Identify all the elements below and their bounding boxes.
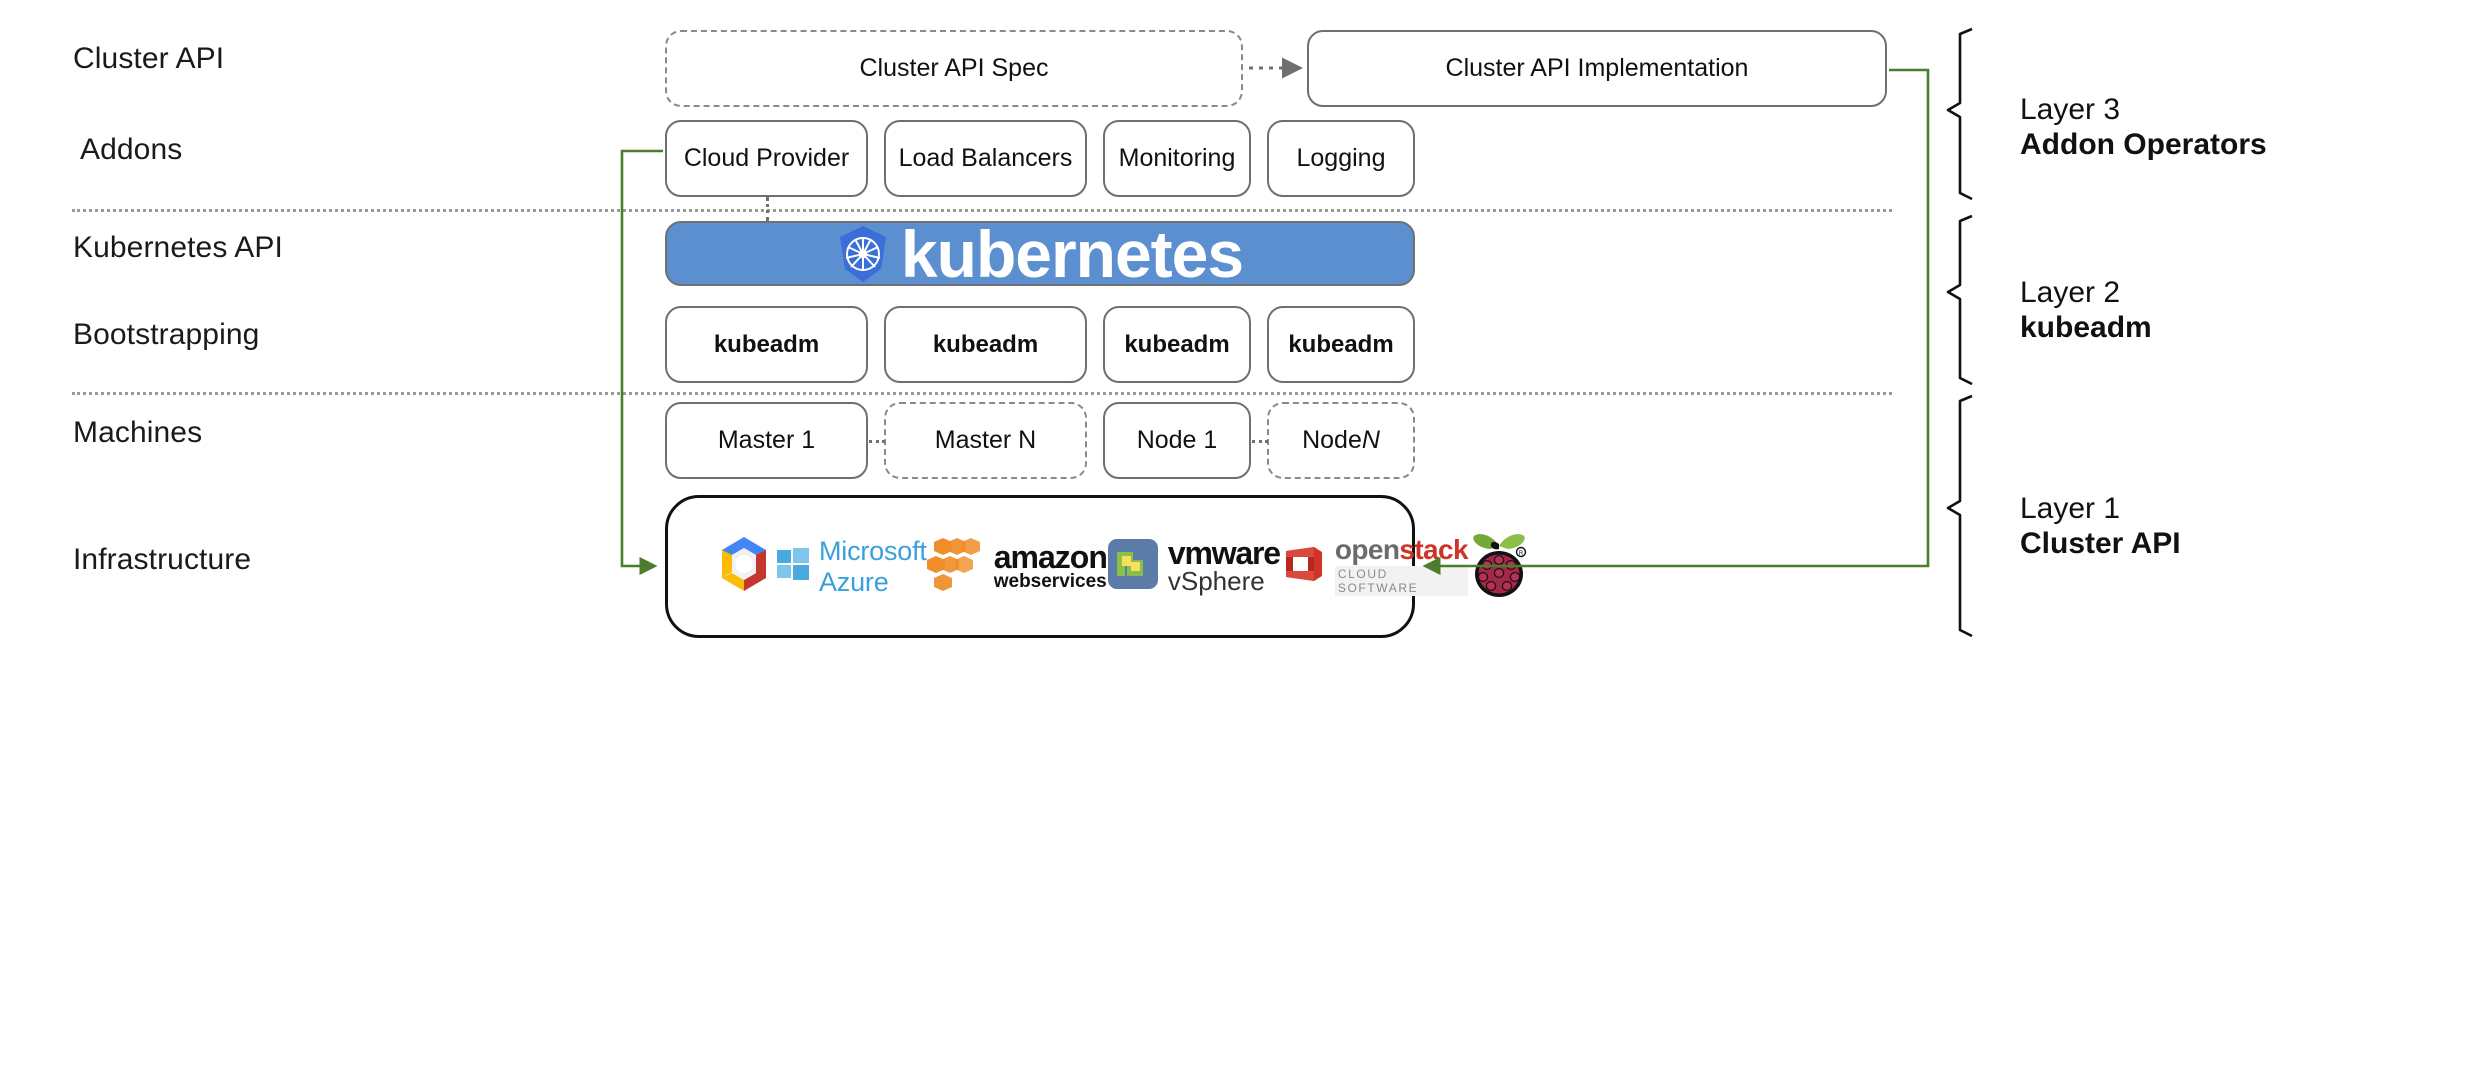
addon-label: Logging (1296, 144, 1386, 172)
bootstrap-label: kubeadm (1288, 330, 1394, 358)
machine-box-node-n[interactable]: Node N (1267, 402, 1415, 479)
machine-label: Master 1 (717, 426, 816, 454)
openstack-wordmark-stack: stack (1399, 533, 1468, 565)
addon-box-logging[interactable]: Logging (1267, 120, 1415, 197)
brace-layer-1 (1946, 394, 1973, 638)
provider-logo-openstack[interactable]: openstack CLOUD SOFTWARE (1280, 533, 1469, 597)
layer-2-subtitle: kubeadm (2020, 311, 2152, 345)
machine-box-master-1[interactable]: Master 1 (665, 402, 868, 479)
layer-3-subtitle: Addon Operators (2020, 128, 2267, 162)
row-label-cluster-api: Cluster API (73, 42, 225, 75)
brace-layer-2 (1946, 214, 1973, 386)
layer-caption-2: Layer 2 kubeadm (2020, 275, 2152, 346)
openstack-wordmark: openstack (1334, 533, 1469, 565)
openstack-cube-icon (1280, 541, 1326, 592)
kubernetes-wordmark: kubernetes (900, 216, 1244, 291)
node-connector-dots (1252, 440, 1268, 443)
vmware-wordmark-bottom: vSphere (1167, 566, 1265, 597)
addon-label: Cloud Provider (683, 144, 850, 172)
raspberry-pi-icon: R (1468, 530, 1530, 603)
row-label-bootstrapping: Bootstrapping (73, 318, 260, 351)
azure-windows-icon (776, 547, 810, 586)
aws-wordmark-bottom: webservices (993, 571, 1107, 593)
layer-caption-3: Layer 3 Addon Operators (2020, 92, 2267, 163)
cluster-api-implementation-label: Cluster API Implementation (1445, 54, 1749, 82)
row-label-infrastructure: Infrastructure (73, 543, 252, 576)
addon-box-monitoring[interactable]: Monitoring (1103, 120, 1251, 197)
addon-box-load-balancers[interactable]: Load Balancers (884, 120, 1087, 197)
addon-label: Load Balancers (898, 144, 1073, 172)
kubernetes-banner[interactable]: kubernetes (665, 216, 1415, 291)
layer-3-title: Layer 3 (2020, 93, 2121, 126)
layer-separator-top (72, 209, 1892, 212)
openstack-wordmark-open: open (1334, 533, 1400, 565)
bootstrap-box-4[interactable]: kubeadm (1267, 306, 1415, 383)
implementation-to-infrastructure-arrow (1422, 68, 1930, 576)
cluster-api-spec-box[interactable]: Cluster API Spec (665, 30, 1243, 107)
row-label-machines: Machines (73, 416, 203, 449)
machine-label: Node 1 (1136, 426, 1218, 454)
bootstrap-box-3[interactable]: kubeadm (1103, 306, 1251, 383)
layer-caption-1: Layer 1 Cluster API (2020, 491, 2181, 562)
brace-layer-3 (1946, 27, 1973, 201)
machine-label-italic: N (1361, 426, 1380, 454)
infrastructure-box[interactable]: Microsoft Azure amazon (665, 495, 1527, 638)
addon-box-cloud-provider[interactable]: Cloud Provider (665, 120, 868, 197)
machine-label: Master N (934, 426, 1037, 454)
layer-1-title: Layer 1 (2020, 492, 2121, 525)
vmware-tile-icon (1107, 538, 1159, 595)
provider-logo-vmware-vsphere[interactable]: vmware vSphere (1107, 534, 1281, 597)
cluster-api-implementation-box[interactable]: Cluster API Implementation (1307, 30, 1887, 107)
machine-box-node-1[interactable]: Node 1 (1103, 402, 1251, 479)
provider-logo-aws[interactable]: amazon webservices (926, 536, 1108, 597)
aws-cubes-icon (926, 536, 985, 597)
provider-logo-google-cloud[interactable] (712, 532, 776, 601)
row-label-addons: Addons (80, 133, 183, 166)
addon-label: Monitoring (1118, 144, 1236, 172)
svg-text:R: R (1519, 551, 1524, 557)
machine-box-master-n[interactable]: Master N (884, 402, 1087, 479)
provider-logo-azure[interactable]: Microsoft Azure (776, 536, 927, 598)
cloud-provider-to-infrastructure-arrow (620, 149, 663, 576)
google-cloud-hexagon-icon (712, 532, 776, 601)
azure-wordmark: Microsoft Azure (819, 535, 927, 597)
bootstrap-label: kubeadm (713, 330, 820, 358)
aws-wordmark-top: amazon (993, 538, 1108, 575)
layer-1-subtitle: Cluster API (2020, 527, 2181, 561)
row-label-kubernetes-api: Kubernetes API (73, 231, 283, 264)
machine-label-prefix: Node (1302, 426, 1362, 454)
cloud-provider-to-kubernetes-connector (766, 197, 769, 221)
bootstrap-label: kubeadm (1124, 330, 1230, 358)
bootstrap-label: kubeadm (932, 330, 1039, 358)
layer-2-title: Layer 2 (2020, 276, 2121, 309)
vmware-wordmark-top: vmware (1167, 534, 1281, 571)
cluster-api-spec-label: Cluster API Spec (859, 54, 1049, 82)
kubernetes-helm-wheel-icon (837, 225, 889, 283)
master-connector-dots (869, 440, 885, 443)
layer-separator-bottom (72, 392, 1892, 395)
bootstrap-box-1[interactable]: kubeadm (665, 306, 868, 383)
bootstrap-box-2[interactable]: kubeadm (884, 306, 1087, 383)
provider-logo-raspberry-pi[interactable]: R (1468, 530, 1530, 603)
openstack-tagline: CLOUD SOFTWARE (1334, 566, 1468, 597)
